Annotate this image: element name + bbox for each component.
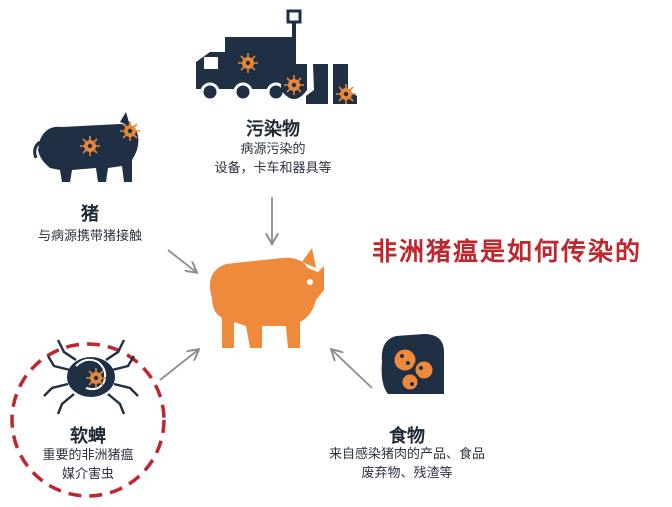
virus-icon — [79, 135, 101, 157]
ticks-desc-line2: 媒介害虫 — [61, 467, 114, 482]
fomites-desc-line1: 病源污染的 — [240, 142, 306, 157]
virus-icon — [85, 367, 107, 389]
tick-icon — [43, 339, 139, 415]
fomites-desc-line2: 设备，卡车和器具等 — [214, 161, 332, 176]
food-desc-line1: 来自感染猪肉的产品、食品 — [328, 447, 485, 462]
arrow-from-food — [332, 350, 373, 389]
fomites-title: 污染物 — [246, 119, 300, 140]
virus-icon — [283, 74, 305, 96]
truck-icon — [196, 37, 293, 102]
boots-icon — [306, 64, 357, 105]
central-pig-icon — [209, 248, 324, 348]
virus-icon — [237, 52, 259, 74]
pigs-desc-line1: 与病源携带猪接触 — [37, 229, 142, 244]
arrow-from-pigs — [167, 249, 196, 272]
ticks-title: 软蜱 — [70, 426, 106, 447]
tick-highlight-circle — [10, 342, 166, 498]
ticks-desc-line1: 重要的非洲猪瘟 — [42, 448, 134, 463]
food-icon — [381, 334, 444, 394]
infected-pig-icon — [33, 112, 141, 182]
virus-icon — [119, 120, 141, 142]
pigs-title: 猪 — [81, 204, 99, 225]
food-title: 食物 — [389, 426, 425, 447]
virus-icon — [335, 83, 357, 105]
arrow-from-ticks — [159, 350, 198, 381]
food-desc-line2: 废弃物、残渣等 — [361, 466, 453, 481]
headline: 非洲猪瘟是如何传染的 — [372, 237, 643, 266]
shovel-icon — [281, 9, 307, 99]
